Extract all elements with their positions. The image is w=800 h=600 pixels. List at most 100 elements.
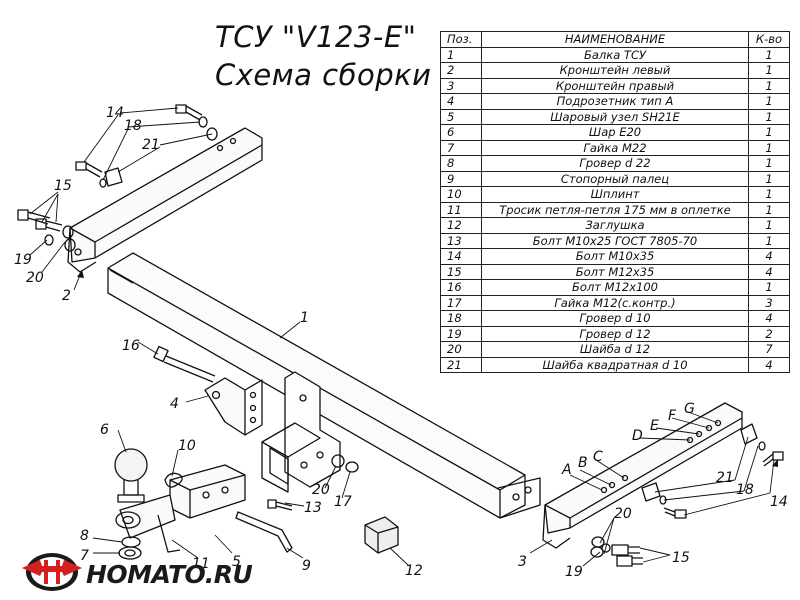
left-bracket-part-2 (67, 127, 263, 273)
row-qty: 1 (748, 93, 790, 110)
row-pos: 3 (440, 77, 482, 94)
callout-9: 9 (302, 558, 311, 574)
row-qty: 1 (748, 201, 790, 218)
pin-part-9 (235, 511, 293, 553)
row-qty: 1 (748, 77, 790, 94)
drawing-subtitle: Схема сборки (215, 58, 432, 92)
row-pos: 5 (440, 108, 482, 125)
hole-label-e: E (650, 418, 659, 434)
row-qty: 1 (748, 139, 790, 156)
row-name: Гайка М12(с.контр.) (481, 294, 749, 311)
callout-20-center: 20 (312, 482, 330, 498)
hole-label-f: F (668, 408, 677, 424)
row-name: Заглушка (481, 217, 749, 234)
row-pos: 17 (440, 294, 482, 311)
callout-13: 13 (304, 500, 322, 516)
row-qty: 1 (748, 108, 790, 125)
tow-ball-part-6 (114, 448, 148, 503)
grover-part-18-left (198, 116, 208, 128)
row-qty: 4 (748, 356, 790, 373)
row-name: Тросик петля-петля 175 мм в оплетке (481, 201, 749, 218)
row-name: Шайба квадратная d 10 (481, 356, 749, 373)
row-pos: 9 (440, 170, 482, 187)
callout-21-left: 21 (142, 137, 160, 153)
callout-14-left: 14 (106, 105, 124, 121)
row-pos: 15 (440, 263, 482, 280)
row-qty: 4 (748, 310, 790, 327)
row-qty: 1 (748, 124, 790, 141)
row-qty: 1 (748, 170, 790, 187)
row-pos: 4 (440, 93, 482, 110)
callout-18-right: 18 (736, 482, 754, 498)
callout-16: 16 (122, 338, 140, 354)
callout-19-right: 19 (565, 564, 583, 580)
hole-label-c: C (593, 449, 603, 465)
square-washer-part-21-left (104, 167, 123, 187)
grover-part-19-left (44, 234, 54, 246)
callout-18-left: 18 (124, 118, 142, 134)
right-bracket-part-3 (542, 402, 743, 549)
row-qty: 1 (748, 232, 790, 249)
hole-label-a: A (561, 462, 572, 478)
row-name: Болт М12х35 (481, 263, 749, 280)
row-qty: 3 (748, 294, 790, 311)
row-name: Гайка М22 (481, 139, 749, 156)
row-name: Болт М12х100 (481, 279, 749, 296)
drawing-title: ТСУ "V123-E" (215, 20, 417, 54)
row-name: Болт М10х25 ГОСТ 7805-70 (481, 232, 749, 249)
row-name: Шар E20 (481, 124, 749, 141)
bolt-part-15-right (611, 544, 640, 556)
homato-logo-icon (22, 553, 82, 591)
row-qty: 1 (748, 155, 790, 172)
row-pos: 13 (440, 232, 482, 249)
row-name: Гровер d 10 (481, 310, 749, 327)
square-washer-part-21-right (740, 423, 758, 445)
callout-12: 12 (405, 563, 423, 579)
nut-part-17 (345, 461, 359, 473)
row-name: Кронштейн левый (481, 62, 749, 79)
callout-2: 2 (62, 288, 71, 304)
callout-8: 8 (80, 528, 89, 544)
row-pos: 18 (440, 310, 482, 327)
bolt-part-13 (267, 499, 293, 511)
callout-1: 1 (300, 310, 309, 326)
callout-20-left: 20 (26, 270, 44, 286)
callout-15-right: 15 (672, 550, 690, 566)
row-pos: 19 (440, 325, 482, 342)
bolt-part-14-left (175, 104, 203, 121)
row-pos: 7 (440, 139, 482, 156)
row-qty: 4 (748, 248, 790, 265)
row-qty: 7 (748, 341, 790, 358)
callout-3: 3 (518, 554, 527, 570)
header-qty: К-во (748, 31, 790, 48)
callout-15-left: 15 (54, 178, 72, 194)
callout-5: 5 (232, 554, 241, 570)
callout-10: 10 (178, 438, 196, 454)
row-pos: 2 (440, 62, 482, 79)
row-qty: 1 (748, 46, 790, 63)
washer-part-20-left (62, 225, 74, 239)
row-name: Подрозетник тип А (481, 93, 749, 110)
ball-mount-part-5 (115, 464, 246, 553)
row-qty: 2 (748, 325, 790, 342)
callout-21-right: 21 (716, 470, 734, 486)
logo-text: HOMATO.RU (86, 560, 253, 589)
washer-part-20 (331, 454, 345, 468)
row-name: Шайба d 12 (481, 341, 749, 358)
hole-label-b: B (578, 455, 588, 471)
